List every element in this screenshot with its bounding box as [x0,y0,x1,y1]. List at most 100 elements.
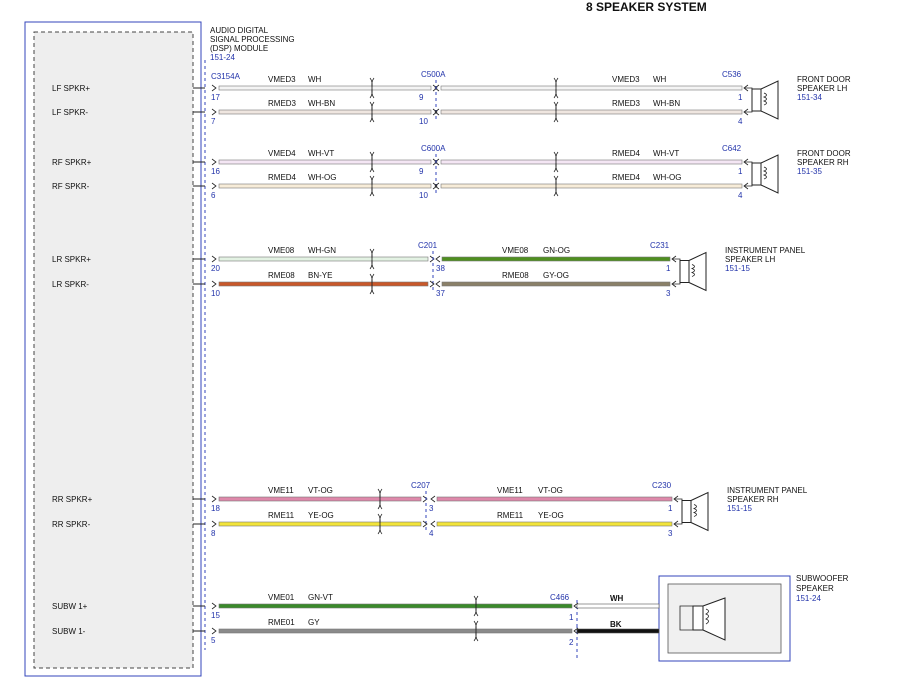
mid-arrow-in [429,255,435,263]
wire-segment-1 [218,183,432,189]
module-pin-label: LF SPKR- [52,108,88,117]
wire-color-1: WH-GN [308,246,336,255]
speaker-cone [760,80,779,120]
wire-circuit-1: VMED3 [268,75,296,84]
wire-break-1 [473,595,479,617]
module-pin-number: 5 [211,636,216,645]
end-pin-number: 3 [666,289,671,298]
wire-color-2: GN-OG [543,246,570,255]
wire-circuit-1: VMED4 [268,149,296,158]
wire-break-1 [377,513,383,535]
speaker-coil [762,166,767,180]
end-pin-number: 3 [668,529,673,538]
wire-segment-1 [218,628,573,634]
wire-break-1 [369,101,375,123]
module-arrow [211,495,217,503]
module-arrow [211,84,217,92]
module-arrow [211,280,217,288]
wire-segment-1 [218,159,432,165]
mid-pin-right: 37 [436,289,445,298]
speaker-coil [690,264,695,277]
speaker-cone [688,251,707,292]
speaker-title-line-1: FRONT DOOR [797,149,851,158]
subwoofer-title-line-1: SUBWOOFER [796,574,849,583]
module-arrow [211,255,217,263]
end-pin-number: 1 [738,93,743,102]
wire-color-1: WH-VT [308,149,334,158]
wire-break-2 [553,175,559,197]
end-pin-number: 1 [569,613,574,622]
module-title-line-3: (DSP) MODULE [210,44,268,53]
module-arrow [211,602,217,610]
wire-color-1: WH-OG [308,173,336,182]
module-title-line-2: SIGNAL PROCESSING [210,35,295,44]
wire-circuit-2: RME08 [502,271,529,280]
mid-pin-right: 4 [429,529,434,538]
wire-color-1: GN-VT [308,593,333,602]
wire-color-2: WH [653,75,667,84]
speaker-magnet [679,260,690,283]
speaker-ref: 151-15 [725,264,750,273]
wire-circuit-2: RMED4 [612,173,641,182]
module-pin-number: 7 [211,117,216,126]
mid-arrow-out [430,520,436,528]
module-pin-number: 18 [211,504,220,513]
wire-segment-1 [218,109,432,115]
wire-color-2: WH-BN [653,99,680,108]
dsp-module-box [24,21,202,677]
speaker-cone [690,491,709,532]
speaker-ref: 151-35 [797,167,822,176]
wire-break-1 [369,151,375,173]
wire-circuit-2: VME08 [502,246,529,255]
end-pin-number: 1 [666,264,671,273]
mid-arrow-in [422,495,428,503]
wire-segment-1 [218,85,432,91]
wire-color-2: GY-OG [543,271,569,280]
speaker-title-line-2: SPEAKER RH [727,495,779,504]
module-pin-label: RF SPKR+ [52,158,92,167]
mid-pin-left: 10 [419,117,428,126]
mid-arrow-out [434,84,440,92]
speaker-title-line-2: SPEAKER LH [797,84,847,93]
speaker-leads [672,258,681,285]
speaker-ref: 151-15 [727,504,752,513]
wire-break-1 [369,248,375,270]
speaker-title-line-1: FRONT DOOR [797,75,851,84]
wire-circuit-1: RME11 [268,511,295,520]
subwoofer-wire-top: WH [610,594,624,603]
mid-arrow-in [432,182,438,190]
mid-pin-right: 38 [436,264,445,273]
wire-color-2: WH-OG [653,173,681,182]
subwoofer-ref: 151-24 [796,594,821,603]
module-pin-number: 16 [211,167,220,176]
speaker-magnet [751,162,762,186]
speaker-title-line-1: INSTRUMENT PANEL [727,486,808,495]
wire-segment-2 [436,496,673,502]
module-pin-label: RR SPKR+ [52,495,93,504]
wire-segment-2 [440,85,743,91]
module-arrow [211,520,217,528]
wire-circuit-1: RMED3 [268,99,297,108]
subwoofer-wire-bottom: BK [610,620,622,629]
module-connector: C3154A [211,72,241,81]
wire-segment-2 [440,109,743,115]
subwoofer: SUBWOOFER SPEAKER 151-24 WH BK [576,574,849,662]
speaker-coil [762,92,767,106]
wire-break-1 [369,175,375,197]
module-pin-number: 20 [211,264,220,273]
subwoofer-speaker-icon [679,597,726,641]
wire-segment-2 [440,183,743,189]
module-pin-label: LF SPKR+ [52,84,90,93]
subwoofer-outer-box [658,575,791,662]
speaker-title-line-2: SPEAKER RH [797,158,849,167]
